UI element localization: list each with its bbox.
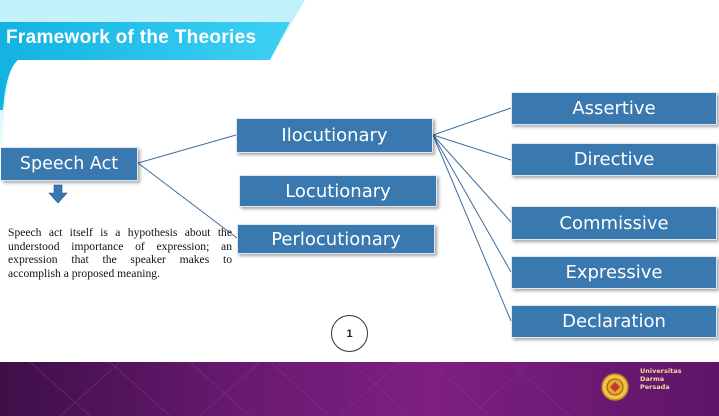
- footer-pattern: [29, 362, 571, 416]
- node-assertive: Assertive: [511, 92, 717, 125]
- node-expressive-label: Expressive: [565, 262, 663, 283]
- footer-band: [0, 362, 719, 416]
- node-ilocutionary: Ilocutionary: [236, 118, 433, 153]
- node-perlocutionary-label: Perlocutionary: [271, 228, 401, 250]
- node-ilocutionary-label: Ilocutionary: [281, 125, 388, 146]
- description-text: Speech act itself is a hypothesis about …: [8, 226, 232, 280]
- node-expressive: Expressive: [511, 256, 717, 289]
- node-declaration-label: Declaration: [562, 311, 666, 332]
- page-number: 1: [331, 315, 368, 352]
- node-perlocutionary: Perlocutionary: [237, 224, 435, 254]
- node-speech-act: Speech Act: [1, 147, 138, 181]
- node-locutionary: Locutionary: [239, 175, 437, 207]
- node-commissive: Commissive: [511, 206, 717, 240]
- university-seal-icon: [601, 373, 629, 401]
- node-directive: Directive: [511, 143, 717, 176]
- node-commissive-label: Commissive: [559, 212, 669, 234]
- node-declaration: Declaration: [511, 305, 717, 338]
- slide-title: Framework of the Theories: [6, 27, 257, 48]
- university-name: Universitas Darma Persada: [640, 367, 682, 391]
- node-speech-act-label: Speech Act: [19, 154, 119, 174]
- node-locutionary-label: Locutionary: [285, 180, 391, 202]
- node-directive-label: Directive: [573, 149, 655, 170]
- node-assertive-label: Assertive: [572, 98, 656, 119]
